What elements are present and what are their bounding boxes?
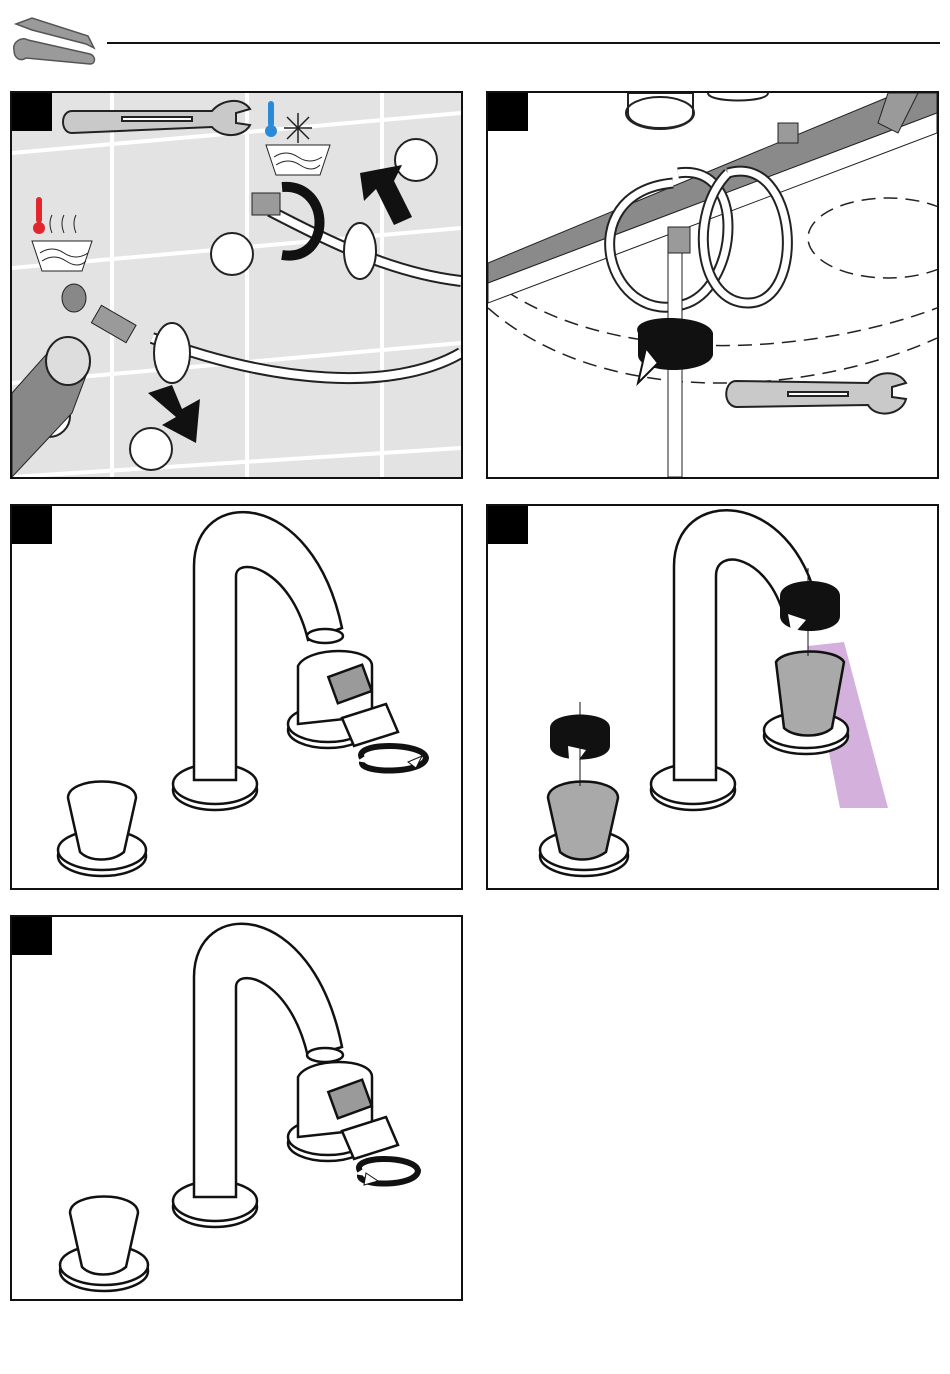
header-rule	[107, 42, 940, 44]
wrench-screwdriver-icon	[10, 10, 100, 68]
step-5-marker	[12, 917, 52, 955]
rotate-arrow-icon	[780, 581, 840, 631]
handle-icon	[68, 782, 136, 860]
step-2-marker	[488, 93, 528, 131]
step-1-marker	[12, 93, 52, 131]
step-4-marker	[488, 506, 528, 544]
wrench-icon	[63, 101, 250, 135]
step-2-panel	[486, 91, 939, 479]
wrench-icon	[726, 373, 906, 413]
step-4-panel	[486, 504, 939, 890]
step-1-panel	[10, 91, 463, 479]
cold-water-icon	[265, 101, 330, 175]
step-3-panel	[10, 504, 463, 890]
step-5-panel	[10, 915, 463, 1301]
step-3-marker	[12, 506, 52, 544]
handle-icon	[548, 782, 618, 860]
hot-water-icon	[32, 197, 92, 271]
handle-icon	[70, 1197, 138, 1275]
